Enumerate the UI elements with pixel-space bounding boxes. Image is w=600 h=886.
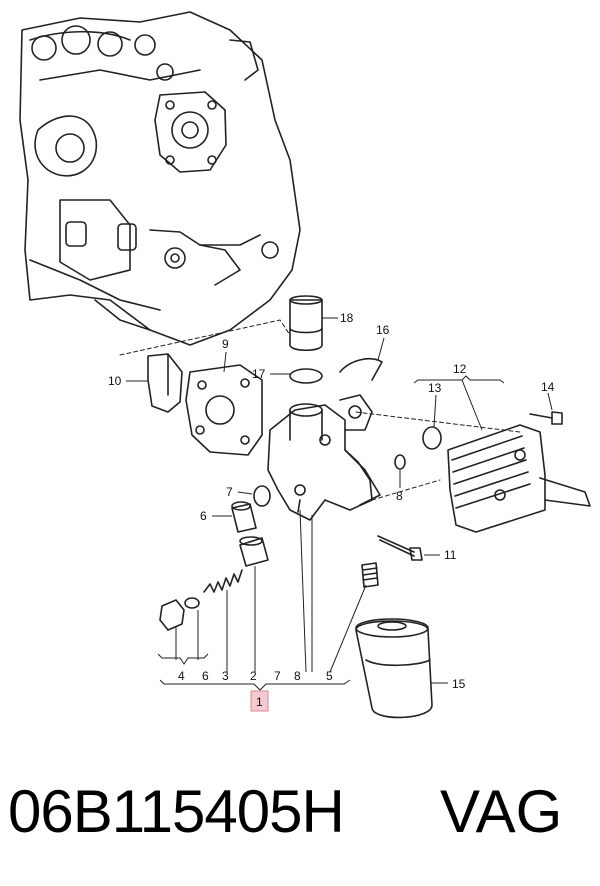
bottom-6: 6	[202, 669, 209, 683]
callout-9: 9	[222, 337, 229, 351]
callout-10: 10	[108, 374, 122, 388]
part-2-bushing	[239, 536, 269, 567]
callout-1-highlight: 1	[250, 690, 269, 712]
part-7-seal	[253, 485, 271, 507]
part-6-washer	[184, 597, 200, 609]
bottom-4: 4	[178, 669, 185, 683]
callout-13: 13	[428, 381, 442, 395]
part-14-bolt	[529, 411, 563, 425]
part-8-ring	[394, 454, 406, 470]
callout-15: 15	[452, 677, 466, 691]
callout-8: 8	[396, 489, 403, 503]
part-10-bracket	[147, 353, 183, 413]
part-6-plug	[231, 501, 257, 533]
bottom-8: 8	[294, 669, 301, 683]
part-18-sleeve	[289, 295, 323, 352]
part-3-spring	[203, 569, 243, 593]
bottom-3: 3	[222, 669, 229, 683]
callout-17: 17	[252, 367, 266, 381]
brand-label: VAG	[440, 778, 563, 845]
part-12-oil-cooler	[447, 424, 591, 533]
part-11-bolt	[377, 535, 423, 561]
callout-14: 14	[541, 380, 555, 394]
part-17-o-ring	[289, 368, 323, 384]
engine-block	[19, 11, 301, 346]
part-15-oil-filter	[355, 618, 433, 719]
callout-6: 6	[200, 509, 207, 523]
bottom-5: 5	[326, 669, 333, 683]
part-5-stud	[361, 562, 379, 588]
part-4-plug	[159, 599, 185, 631]
leader-lines	[126, 317, 553, 691]
callout-12: 12	[453, 362, 467, 376]
callout-16: 16	[376, 323, 390, 337]
callout-7: 7	[226, 485, 233, 499]
callout-1: 1	[256, 695, 263, 709]
exploded-parts-diagram: 18 16 17 9 10 12 13 14 8 7 6 11 15 4 6 3…	[19, 11, 591, 719]
part-9-gasket	[185, 364, 263, 456]
oil-filter-housing	[267, 394, 381, 521]
bottom-7: 7	[274, 669, 281, 683]
part-13-o-ring	[422, 426, 442, 450]
callout-18: 18	[340, 311, 354, 325]
part-16-clip	[339, 358, 383, 381]
callout-11: 11	[444, 548, 457, 562]
bottom-2: 2	[250, 669, 257, 683]
part-number: 06B115405H	[8, 778, 345, 845]
